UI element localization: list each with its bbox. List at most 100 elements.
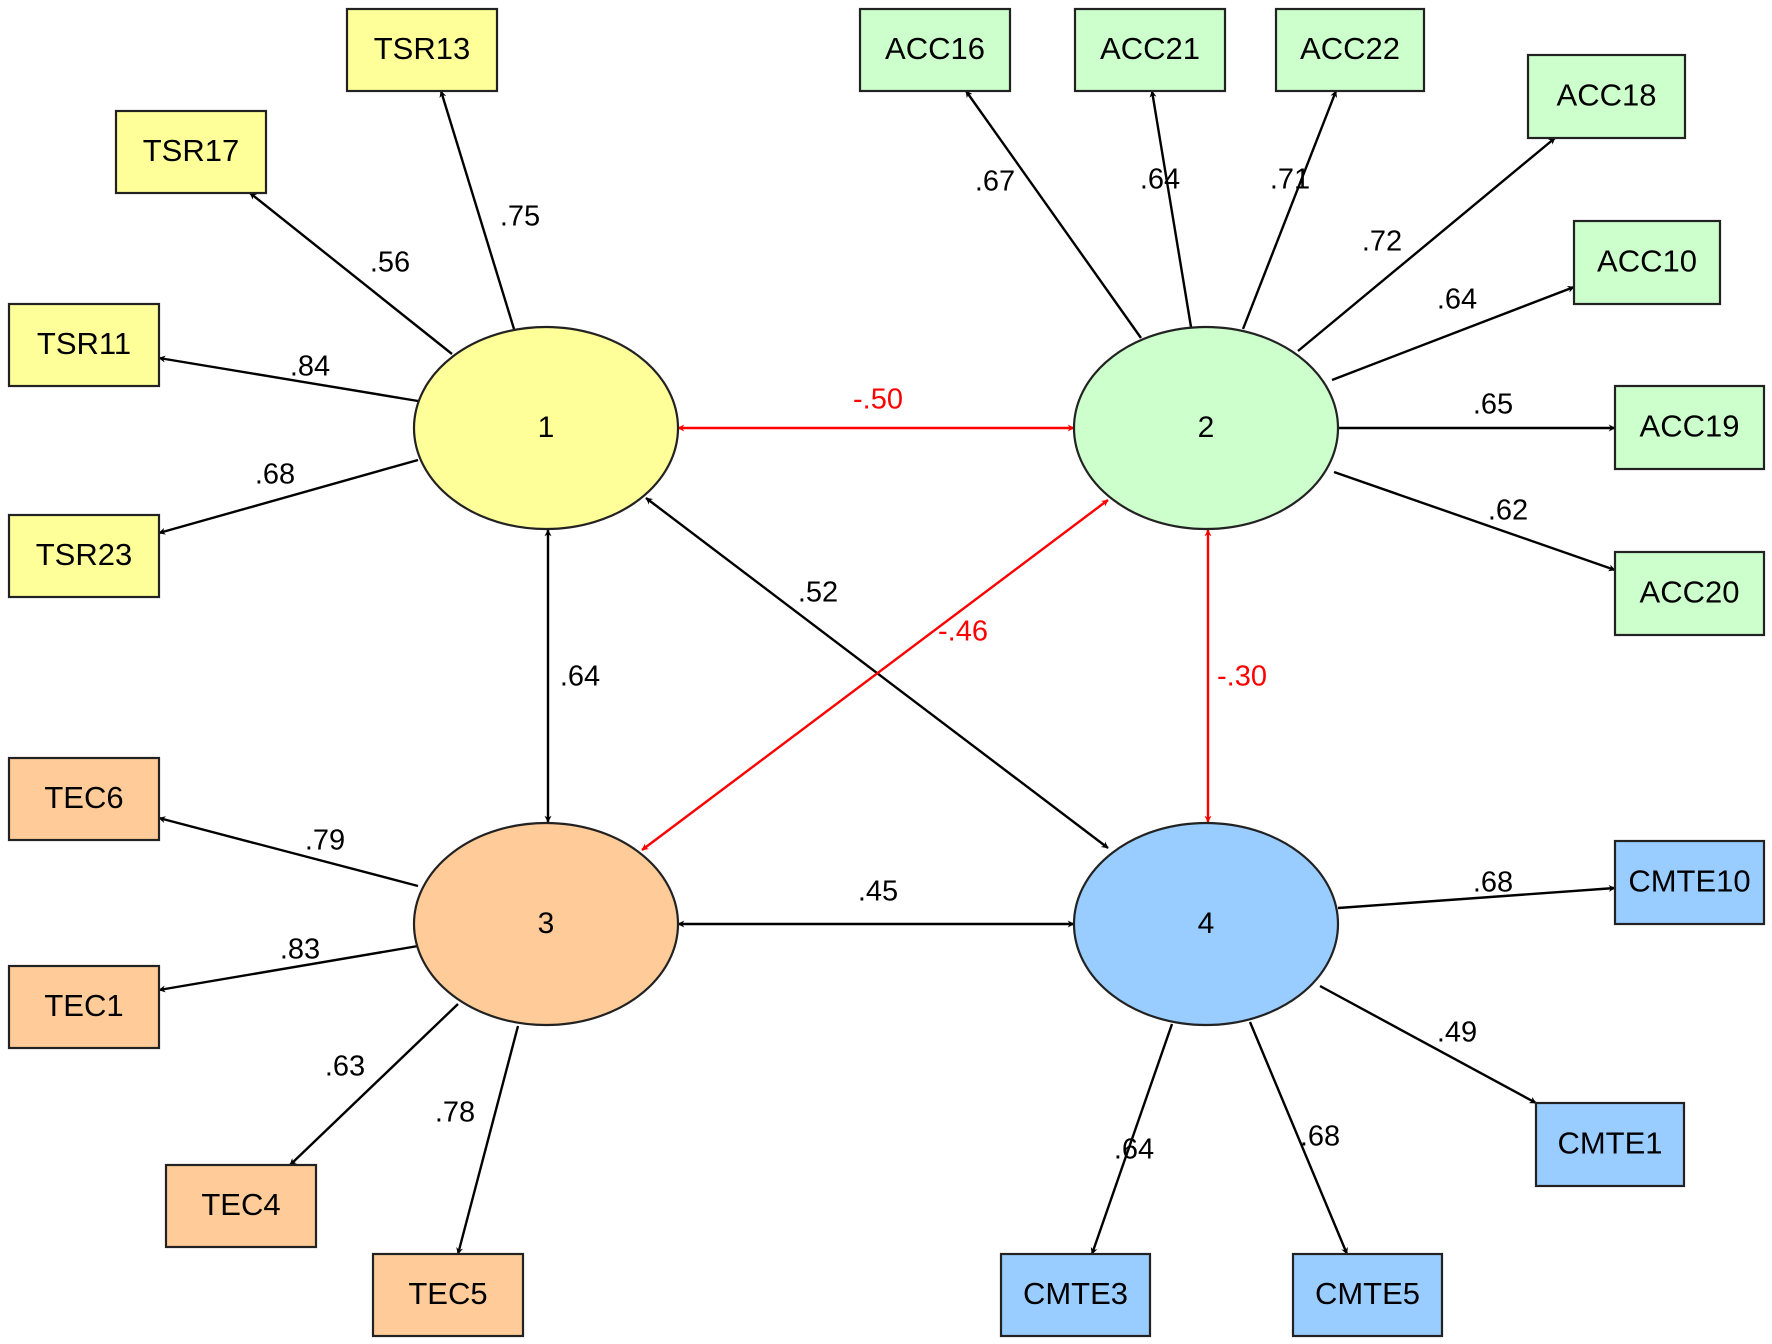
correlation-label-f1-f4: .52 (798, 577, 838, 609)
indicator-CMTE5: CMTE5 (1291, 1252, 1444, 1338)
indicator-box (345, 7, 499, 93)
indicator-TSR11: TSR11 (7, 302, 161, 388)
correlation-arrow-f2-f3 (641, 499, 1109, 851)
indicator-box (114, 109, 268, 195)
loading-label-ACC22: .71 (1270, 164, 1310, 196)
loading-label-CMTE10: .68 (1473, 867, 1513, 899)
loading-arrow-TSR17 (249, 192, 453, 355)
indicator-CMTE3: CMTE3 (999, 1252, 1152, 1338)
indicator-label: TSR17 (143, 133, 239, 168)
factor-1: 1 (412, 325, 680, 531)
indicator-label: ACC18 (1557, 78, 1657, 113)
indicator-label: TSR13 (374, 31, 470, 66)
indicator-box (1274, 7, 1426, 93)
indicator-ACC19: ACC19 (1613, 384, 1766, 471)
indicator-label: ACC22 (1300, 31, 1400, 66)
loading-arrow-ACC10 (1331, 285, 1575, 382)
indicator-label: CMTE10 (1628, 864, 1750, 899)
indicator-box (1613, 839, 1766, 926)
loading-label-TEC6: .79 (305, 825, 345, 857)
indicator-box (1526, 53, 1687, 140)
correlation-label-f1-f3: .64 (560, 661, 600, 693)
indicator-label: CMTE1 (1557, 1126, 1662, 1161)
indicator-TEC4: TEC4 (164, 1163, 318, 1249)
loading-label-TSR11: .84 (290, 351, 330, 383)
loading-arrow-CMTE5 (1248, 1021, 1349, 1255)
indicator-label: TEC5 (408, 1276, 487, 1311)
indicator-label: CMTE5 (1315, 1276, 1420, 1311)
indicator-ACC21: ACC21 (1073, 7, 1227, 93)
loading-label-ACC10: .64 (1437, 284, 1477, 316)
indicator-TEC5: TEC5 (371, 1252, 525, 1338)
loading-arrow-TSR23 (158, 458, 419, 535)
loading-label-CMTE5: .68 (1300, 1121, 1340, 1153)
indicator-label: ACC10 (1597, 244, 1697, 279)
loading-arrow-TEC6 (158, 816, 419, 888)
loading-label-TEC4: .63 (325, 1051, 365, 1083)
loading-label-ACC18: .72 (1362, 226, 1402, 258)
loading-arrow-TEC1 (158, 944, 419, 993)
loading-arrow-ACC22 (1241, 90, 1338, 330)
factor-label: 3 (538, 907, 555, 940)
loading-arrow-CMTE3 (1090, 1023, 1174, 1255)
indicator-label: ACC19 (1640, 409, 1740, 444)
indicator-box (164, 1163, 318, 1249)
indicator-ACC18: ACC18 (1526, 53, 1687, 140)
loading-arrow-TEC5 (456, 1025, 520, 1255)
indicator-box (1534, 1101, 1686, 1188)
loading-label-TSR13: .75 (500, 201, 540, 233)
edge-labels-layer: -.50.64.52-.46-.30.45.75.56.84.68.67.64.… (255, 164, 1528, 1166)
loading-label-TEC1: .83 (280, 934, 320, 966)
factor-4: 4 (1072, 821, 1340, 1027)
factor-3: 3 (412, 821, 680, 1027)
indicator-box (858, 7, 1012, 93)
indicator-label: ACC21 (1100, 31, 1200, 66)
indicator-box (7, 513, 161, 599)
correlation-label-f2-f4: -.30 (1217, 661, 1267, 693)
indicator-CMTE10: CMTE10 (1613, 839, 1766, 926)
loading-label-ACC16: .67 (975, 166, 1015, 198)
edges-layer (158, 90, 1616, 1255)
loading-label-ACC21: .64 (1140, 164, 1180, 196)
loading-arrow-ACC20 (1333, 470, 1616, 572)
indicator-ACC20: ACC20 (1613, 550, 1766, 637)
indicator-box (1572, 219, 1722, 306)
indicator-box (1073, 7, 1227, 93)
indicator-box (1291, 1252, 1444, 1338)
loading-arrow-CMTE1 (1319, 984, 1537, 1105)
indicator-TEC1: TEC1 (7, 964, 161, 1050)
factor-label: 2 (1198, 411, 1215, 444)
indicator-label: ACC20 (1640, 575, 1740, 610)
loading-arrow-ACC21 (1149, 90, 1193, 328)
correlation-label-f1-f2: -.50 (853, 384, 903, 416)
indicator-label: CMTE3 (1023, 1276, 1128, 1311)
indicator-label: TEC6 (44, 780, 123, 815)
factor-ellipse (412, 325, 680, 531)
factor-ellipse (1072, 821, 1340, 1027)
loading-arrow-ACC16 (965, 90, 1142, 339)
indicator-box (7, 756, 161, 842)
loading-label-ACC20: .62 (1488, 495, 1528, 527)
indicator-box (999, 1252, 1152, 1338)
indicator-box (1613, 384, 1766, 471)
indicator-box (7, 964, 161, 1050)
factor-2: 2 (1072, 325, 1340, 531)
loading-arrow-TSR11 (158, 355, 419, 403)
indicator-label: TEC1 (44, 988, 123, 1023)
indicator-label: TSR23 (36, 537, 132, 572)
indicator-TSR23: TSR23 (7, 513, 161, 599)
indicator-ACC22: ACC22 (1274, 7, 1426, 93)
indicator-label: TSR11 (37, 326, 131, 361)
loading-label-CMTE1: .49 (1437, 1017, 1477, 1049)
factor-ellipse (412, 821, 680, 1027)
indicator-TSR13: TSR13 (345, 7, 499, 93)
indicator-box (7, 302, 161, 388)
loading-arrow-TEC4 (289, 1003, 459, 1166)
loading-label-CMTE3: .64 (1114, 1134, 1154, 1166)
indicator-label: ACC16 (885, 31, 985, 66)
factor-label: 1 (538, 411, 555, 444)
correlation-label-f2-f3: -.46 (938, 616, 988, 648)
indicator-box (371, 1252, 525, 1338)
